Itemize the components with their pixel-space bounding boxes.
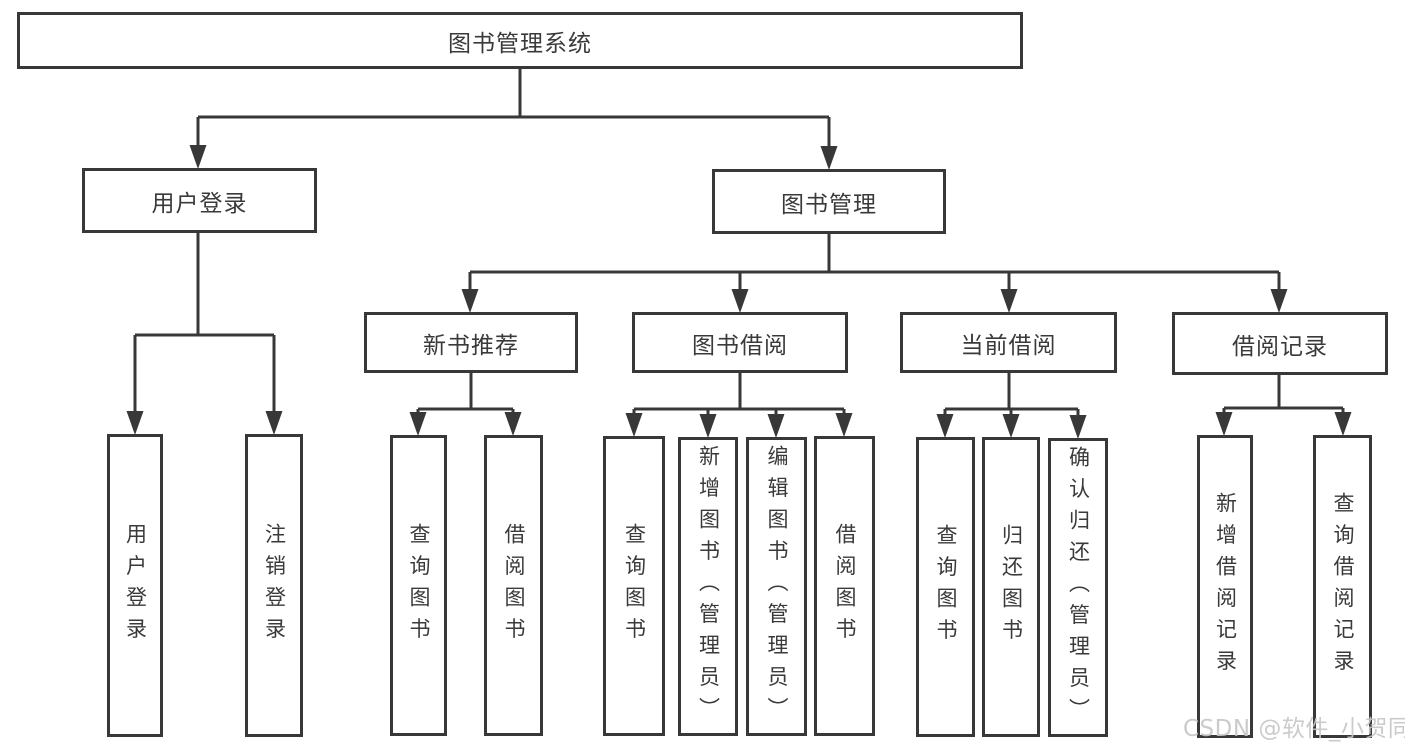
leaf-add-borrow-record: 新增借阅记录	[1197, 435, 1253, 738]
node-new-book-recommend: 新书推荐	[364, 312, 578, 373]
node-current-borrow: 当前借阅	[900, 312, 1117, 373]
leaf-confirm-return-admin: 确认归还（管理员）	[1048, 438, 1108, 737]
node-user-login-group: 用户登录	[82, 168, 317, 233]
leaf-borrow-book: 借阅图书	[814, 436, 875, 736]
leaf-query-borrow-record: 查询借阅记录	[1313, 435, 1372, 738]
leaf-return-book: 归还图书	[982, 437, 1040, 737]
leaf-add-book-admin: 新增图书（管理员）	[678, 437, 738, 736]
node-borrow-records: 借阅记录	[1172, 312, 1388, 375]
node-book-management: 图书管理	[712, 169, 946, 234]
csdn-watermark: CSDN @软件_小贺同学	[1183, 716, 1405, 742]
node-book-borrow: 图书借阅	[632, 312, 848, 373]
leaf-recommend-query-book: 查询图书	[390, 435, 447, 736]
leaf-edit-book-admin: 编辑图书（管理员）	[746, 437, 807, 736]
leaf-recommend-borrow-book: 借阅图书	[484, 435, 543, 736]
leaf-user-login: 用户登录	[107, 434, 163, 737]
leaf-logout: 注销登录	[245, 434, 303, 737]
leaf-current-query-book: 查询图书	[916, 437, 975, 737]
node-library-system: 图书管理系统	[17, 12, 1023, 69]
leaf-borrow-query-book: 查询图书	[603, 436, 665, 736]
